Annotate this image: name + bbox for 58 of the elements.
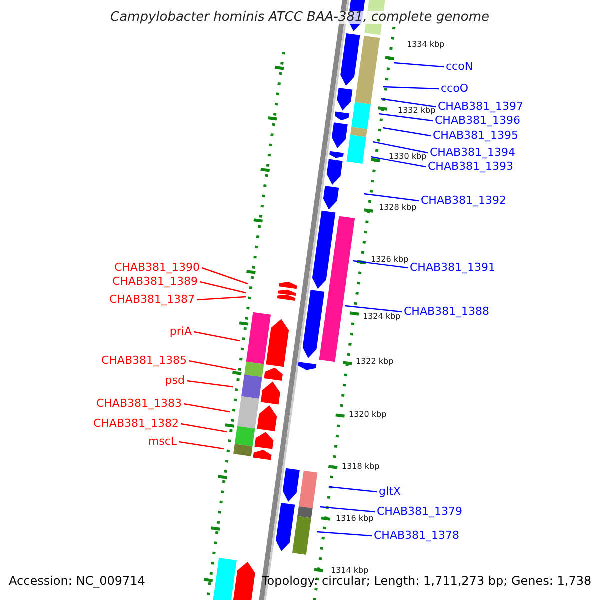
leader-line: [316, 531, 372, 537]
scale-label: 1314 kbp: [331, 565, 369, 576]
gene-label: CHAB381_1382: [93, 417, 179, 430]
gene-label: CHAB381_1395: [433, 129, 519, 142]
leader-line: [178, 441, 224, 450]
scale-label: 1320 kbp: [349, 409, 387, 421]
gene-label: ccoN: [446, 60, 474, 73]
scale-label: 1332 kbp: [398, 105, 436, 116]
scale-label: 1328 kbp: [379, 202, 417, 214]
leader-line: [196, 296, 246, 301]
leader-line: [186, 380, 234, 388]
gene-label: CHAB381_1389: [112, 275, 198, 288]
scale-label: 1334 kbp: [407, 39, 445, 51]
gene-label: CHAB381_1378: [374, 529, 460, 542]
scale-label: 1324 kbp: [363, 311, 401, 323]
leader-line: [394, 62, 444, 68]
scale-label: 1330 kbp: [389, 151, 427, 163]
gene-label: CHAB381_1387: [109, 293, 195, 306]
leader-line: [382, 86, 440, 90]
leader-line: [372, 141, 428, 154]
gene-label: CHAB381_1383: [96, 397, 182, 410]
gene-label: ccoO: [441, 82, 468, 95]
gene-label: priA: [170, 325, 192, 338]
leader-line: [352, 260, 408, 269]
leader-line: [380, 98, 436, 108]
gene-label: CHAB381_1388: [404, 305, 490, 318]
leader-line: [364, 193, 420, 202]
scale-label: 1322 kbp: [356, 356, 394, 368]
leader-line: [344, 305, 402, 313]
gene-label: CHAB381_1393: [428, 160, 514, 173]
gene-label: psd: [165, 374, 185, 387]
genome-summary-text: Topology: circular; Length: 1,711,273 bp; Genes: 1,738: [262, 575, 592, 588]
leader-line: [320, 506, 376, 513]
scale-label: 1316 kbp: [336, 513, 374, 525]
gene-label: CHAB381_1392: [421, 194, 507, 207]
leader-line: [378, 113, 434, 122]
leader-line: [200, 281, 246, 294]
leader-line: [202, 267, 248, 285]
accession-text: Accession: NC_009714: [9, 575, 146, 588]
gene-label: CHAB381_1385: [101, 354, 187, 367]
leader-line: [328, 486, 378, 493]
scale-label: 1318 kbp: [342, 461, 380, 473]
gene-label: CHAB381_1391: [410, 261, 496, 274]
leader-line: [188, 360, 236, 371]
gene-label: CHAB381_1396: [435, 114, 521, 127]
diagram-title: Campylobacter hominis ATCC BAA-381, complete genome: [110, 11, 490, 24]
gene-label: gltX: [379, 485, 401, 498]
leader-line: [184, 403, 230, 413]
scale-label: 1326 kbp: [371, 254, 409, 266]
gene-label: CHAB381_1394: [430, 146, 516, 159]
leader-line: [194, 331, 240, 342]
leader-line: [180, 423, 228, 433]
gene-label: CHAB381_1397: [438, 100, 524, 113]
gene-label: CHAB381_1379: [377, 505, 463, 518]
leader-line: [370, 156, 426, 168]
gene-label: CHAB381_1390: [114, 261, 200, 274]
gene-label: mscL: [148, 435, 177, 448]
leader-line: [382, 127, 432, 137]
